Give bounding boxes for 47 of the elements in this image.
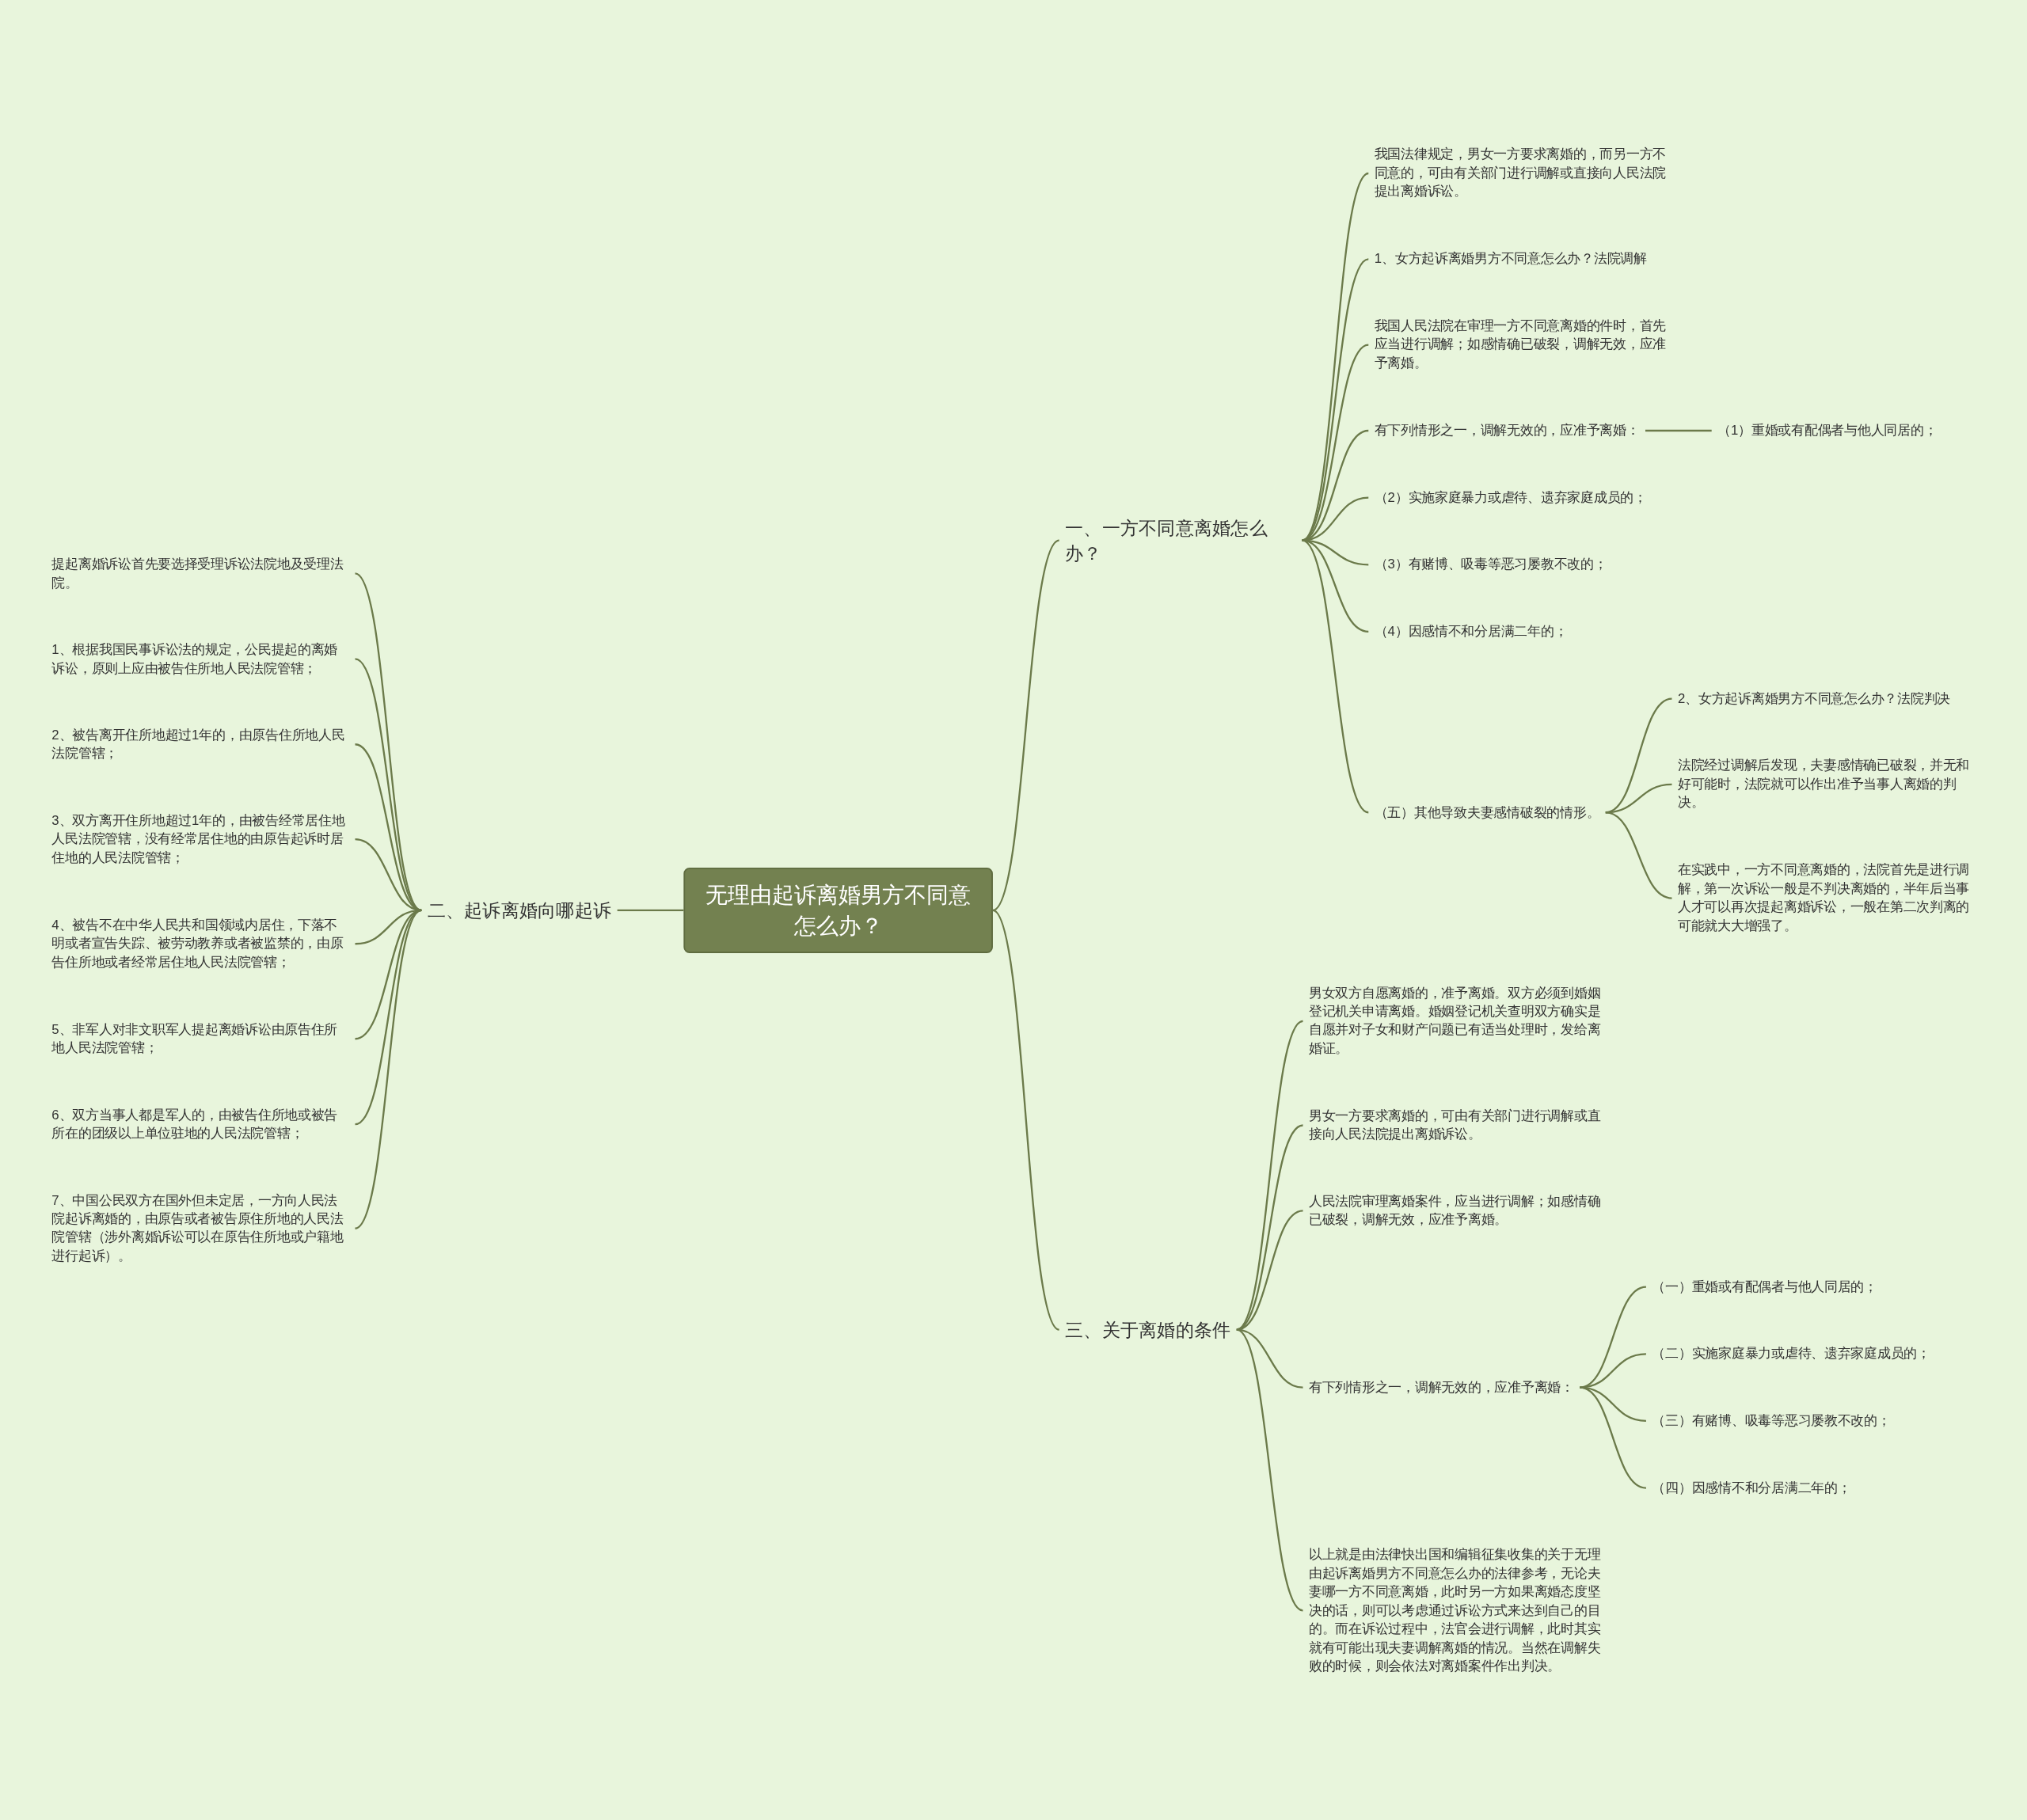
connector-line bbox=[992, 539, 1060, 911]
connector-line bbox=[992, 909, 1060, 1330]
topic-text: 在实践中，一方不同意离婚的，法院首先是进行调解，第一次诉讼一般是不判决离婚的，半年后当事人才可以再次提起离婚诉讼，一般在第二次判离的可能就大大增强了。 bbox=[1671, 857, 1982, 938]
topic-text: （一）重婚或有配偶者与他人同居的； bbox=[1645, 1274, 1884, 1299]
topic-text: 我国人民法院在审理一方不同意离婚的件时，首先应当进行调解；如感情确已破裂，调解无效，应准予离婚。 bbox=[1368, 313, 1678, 375]
branch-topic: 一、一方不同意离婚怎么办？ bbox=[1059, 511, 1303, 569]
topic-text: 我国法律规定，男女一方要求离婚的，而另一方不同意的，可由有关部门进行调解或直接向人民法院提出离婚诉讼。 bbox=[1368, 142, 1678, 204]
topic-text: （二）实施家庭暴力或虐待、遗弃家庭成员的； bbox=[1645, 1341, 1937, 1366]
topic-text: 有下列情形之一，调解无效的，应准予离婚： bbox=[1368, 418, 1645, 443]
connector-line bbox=[1236, 1328, 1304, 1611]
connector-line bbox=[1301, 539, 1369, 813]
connector-line bbox=[617, 909, 684, 911]
central-topic-box: 无理由起诉离婚男方不同意怎么办？ bbox=[683, 867, 993, 953]
connector-line bbox=[355, 838, 422, 911]
connector-line bbox=[354, 909, 422, 1229]
branch-topic: 二、起诉离婚向哪起诉 bbox=[421, 894, 618, 926]
topic-text: （五）其他导致夫妻感情破裂的情形。 bbox=[1368, 800, 1606, 825]
topic-text: 5、非军人对非文职军人提起离婚诉讼由原告住所地人民法院管辖； bbox=[45, 1016, 356, 1061]
topic-text: 法院经过调解后发现，夫妻感情确已破裂，并无和好可能时，法院就可以作出准予当事人离婚的判决。 bbox=[1671, 753, 1982, 815]
topic-text: （4）因感情不和分居满二年的； bbox=[1368, 619, 1573, 644]
topic-text: （1）重婚或有配偶者与他人同居的； bbox=[1711, 418, 1943, 443]
topic-text: 2、被告离开住所地超过1年的，由原告住所地人民法院管辖； bbox=[45, 722, 356, 766]
connector-line bbox=[1645, 429, 1712, 431]
topic-text: 男女双方自愿离婚的，准予离婚。双方必须到婚姻登记机关申请离婚。婚姻登记机关查明双方确实是自愿并对子女和财产问题已有适当处理时，发给离婚证。 bbox=[1303, 980, 1613, 1061]
topic-text: 以上就是由法律快出国和编辑征集收集的关于无理由起诉离婚男方不同意怎么办的法律参考，无论夫妻哪一方不同意离婚，此时另一方如果离婚态度坚决的话，则可以考虑通过诉讼方式来达到自己的目的。而在诉讼过程中，法官会进行调解，此时其实就有可能出现夫妻调解离婚的情况。当然在调解失败的时候，则会依法对离婚案件作出判决。 bbox=[1303, 1542, 1613, 1678]
topic-text: （3）有赌博、吸毒等恶习屡教不改的； bbox=[1368, 552, 1614, 577]
topic-text: （三）有赌博、吸毒等恶习屡教不改的； bbox=[1645, 1408, 1897, 1433]
topic-text: 1、女方起诉离婚男方不同意怎么办？法院调解 bbox=[1368, 246, 1653, 272]
topic-text: （2）实施家庭暴力或虐待、遗弃家庭成员的； bbox=[1368, 484, 1653, 510]
connector-line bbox=[1236, 1209, 1303, 1331]
topic-text: 1、根据我国民事诉讼法的规定，公民提起的离婚诉讼，原则上应由被告住所地人民法院管辖； bbox=[45, 636, 356, 681]
topic-text: 3、双方离开住所地超过1年的，由被告经常居住地人民法院管辖，没有经常居住地的由原告起诉时居住地的人民法院管辖； bbox=[45, 807, 356, 870]
topic-text: 7、中国公民双方在国外但未定居，一方向人民法院起诉离婚的，由原告或者被告原住所地的人民法院管辖（涉外离婚诉讼可以在原告住所地或户籍地进行起诉）。 bbox=[45, 1187, 356, 1268]
connector-line bbox=[1605, 811, 1672, 899]
topic-text: 有下列情形之一，调解无效的，应准予离婚： bbox=[1303, 1374, 1580, 1400]
branch-topic: 三、关于离婚的条件 bbox=[1059, 1313, 1237, 1346]
topic-text: 6、双方当事人都是军人的，由被告住所地或被告所在的团级以上单位驻地的人民法院管辖； bbox=[45, 1102, 356, 1146]
connector-line bbox=[1580, 1352, 1646, 1389]
connector-line bbox=[354, 657, 422, 911]
topic-text: 4、被告不在中华人民共和国领域内居住，下落不明或者宣告失踪、被劳动教养或者被监禁的，由原告住所地或者经常居住地人民法院管辖； bbox=[45, 912, 356, 975]
topic-text: 提起离婚诉讼首先要选择受理诉讼法院地及受理法院。 bbox=[45, 552, 356, 595]
topic-text: 男女一方要求离婚的，可由有关部门进行调解或直接向人民法院提出离婚诉讼。 bbox=[1303, 1104, 1613, 1147]
topic-text: （四）因感情不和分居满二年的； bbox=[1645, 1475, 1857, 1500]
topic-text: 2、女方起诉离婚男方不同意怎么办？法院判决 bbox=[1671, 686, 1957, 711]
connector-line bbox=[1302, 496, 1369, 541]
topic-text: 人民法院审理离婚案件，应当进行调解；如感情确已破裂，调解无效，应准予离婚。 bbox=[1303, 1189, 1613, 1233]
connector-line bbox=[1579, 1386, 1647, 1489]
